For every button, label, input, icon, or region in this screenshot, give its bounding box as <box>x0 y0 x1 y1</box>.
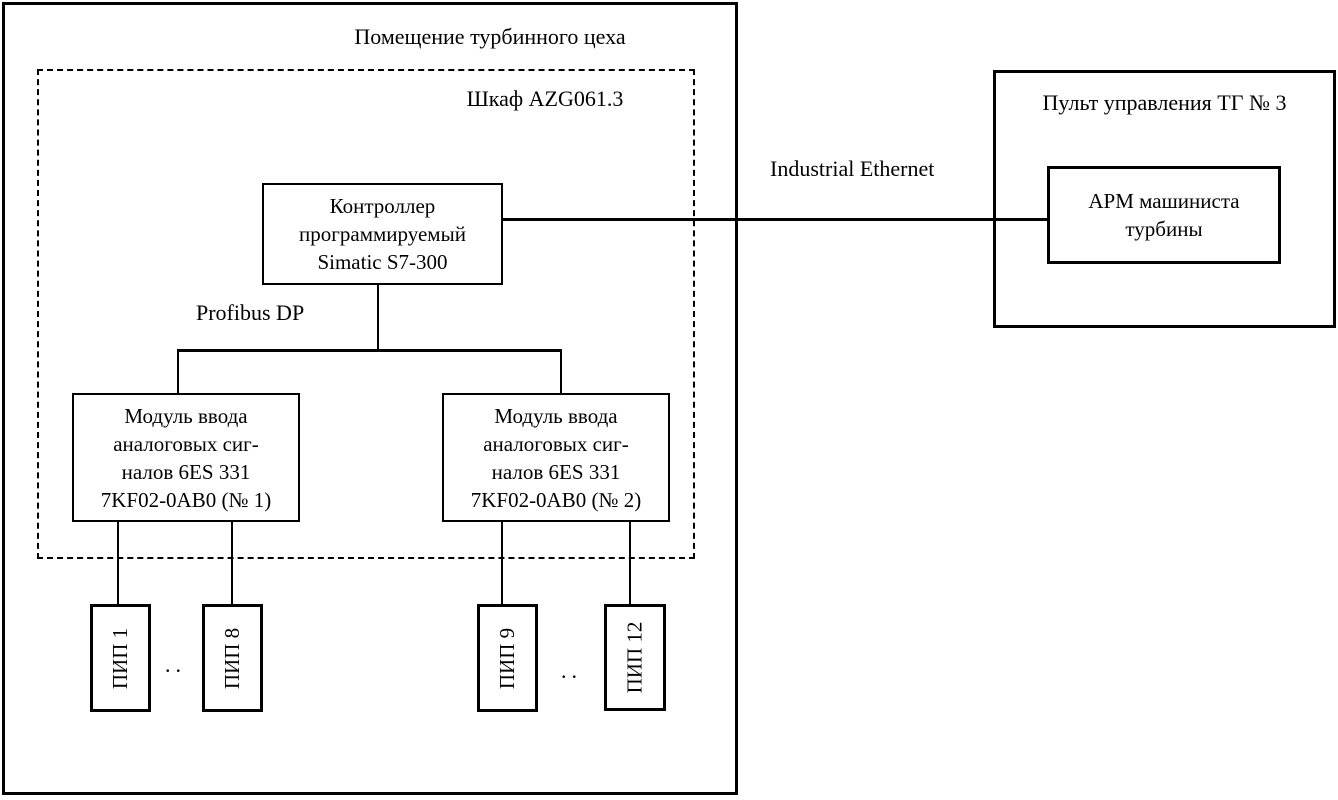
controller-line: программируемый <box>299 222 466 246</box>
sensor-label: ПИП 12 <box>622 621 647 694</box>
analog-module-1-box: Модуль ввода аналоговых сиг- налов 6ES 3… <box>72 393 300 522</box>
controller-drop-line <box>377 285 379 350</box>
control-panel-boundary <box>993 70 1336 328</box>
ethernet-label: Industrial Ethernet <box>770 156 935 181</box>
sensor-box-pip-8: ПИП 8 <box>202 604 263 712</box>
arm-line: турбины <box>1125 217 1203 241</box>
sensor-label: ПИП 9 <box>495 627 519 689</box>
turbine-room-title: Помещение турбинного цеха <box>354 24 626 49</box>
sensor-drop-line-3 <box>501 522 503 604</box>
sensor-box-pip-9: ПИП 9 <box>477 604 538 712</box>
sensor-drop-line-1 <box>117 522 119 604</box>
module-line: налов 6ES 331 <box>121 459 251 484</box>
module-line: 7KF02-0AB0 (№ 1) <box>100 487 272 512</box>
bus-branch-right-line <box>560 349 562 393</box>
analog-module-2-box: Модуль ввода аналоговых сиг- налов 6ES 3… <box>442 393 670 522</box>
controller-line: Контроллер <box>329 194 436 218</box>
profibus-label: Profibus DP <box>196 300 305 325</box>
cabinet-title: Шкаф AZG061.3 <box>466 86 624 111</box>
module-line: аналоговых сиг- <box>483 431 629 456</box>
ellipsis-right: .. <box>561 658 582 683</box>
controller-box: Контроллер программируемый Simatic S7-30… <box>262 183 503 285</box>
arm-line: АРМ машиниста <box>1088 189 1240 213</box>
module-line: аналоговых сиг- <box>113 431 259 456</box>
module-line: Модуль ввода <box>494 403 618 428</box>
ellipsis-left: .. <box>165 652 186 677</box>
sensor-label: ПИП 8 <box>220 627 244 689</box>
cabinet-boundary <box>37 69 695 559</box>
sensor-drop-line-4 <box>629 522 631 604</box>
module-line: налов 6ES 331 <box>491 459 621 484</box>
sensor-box-pip-1: ПИП 1 <box>90 604 151 712</box>
module-line: 7KF02-0AB0 (№ 2) <box>470 487 642 512</box>
module-line: Модуль ввода <box>124 403 248 428</box>
controller-line: Simatic S7-300 <box>317 250 448 274</box>
arm-workstation-box: АРМ машиниста турбины <box>1047 166 1281 264</box>
bus-branch-left-line <box>177 349 179 393</box>
turbine-room-boundary <box>2 2 738 795</box>
control-panel-title: Пульт управления ТГ № 3 <box>1042 90 1287 115</box>
profibus-bus-line <box>177 349 562 352</box>
ethernet-line <box>503 218 1047 221</box>
sensor-drop-line-2 <box>231 522 233 604</box>
sensor-label: ПИП 1 <box>108 627 132 689</box>
sensor-box-pip-12: ПИП 12 <box>604 604 666 711</box>
